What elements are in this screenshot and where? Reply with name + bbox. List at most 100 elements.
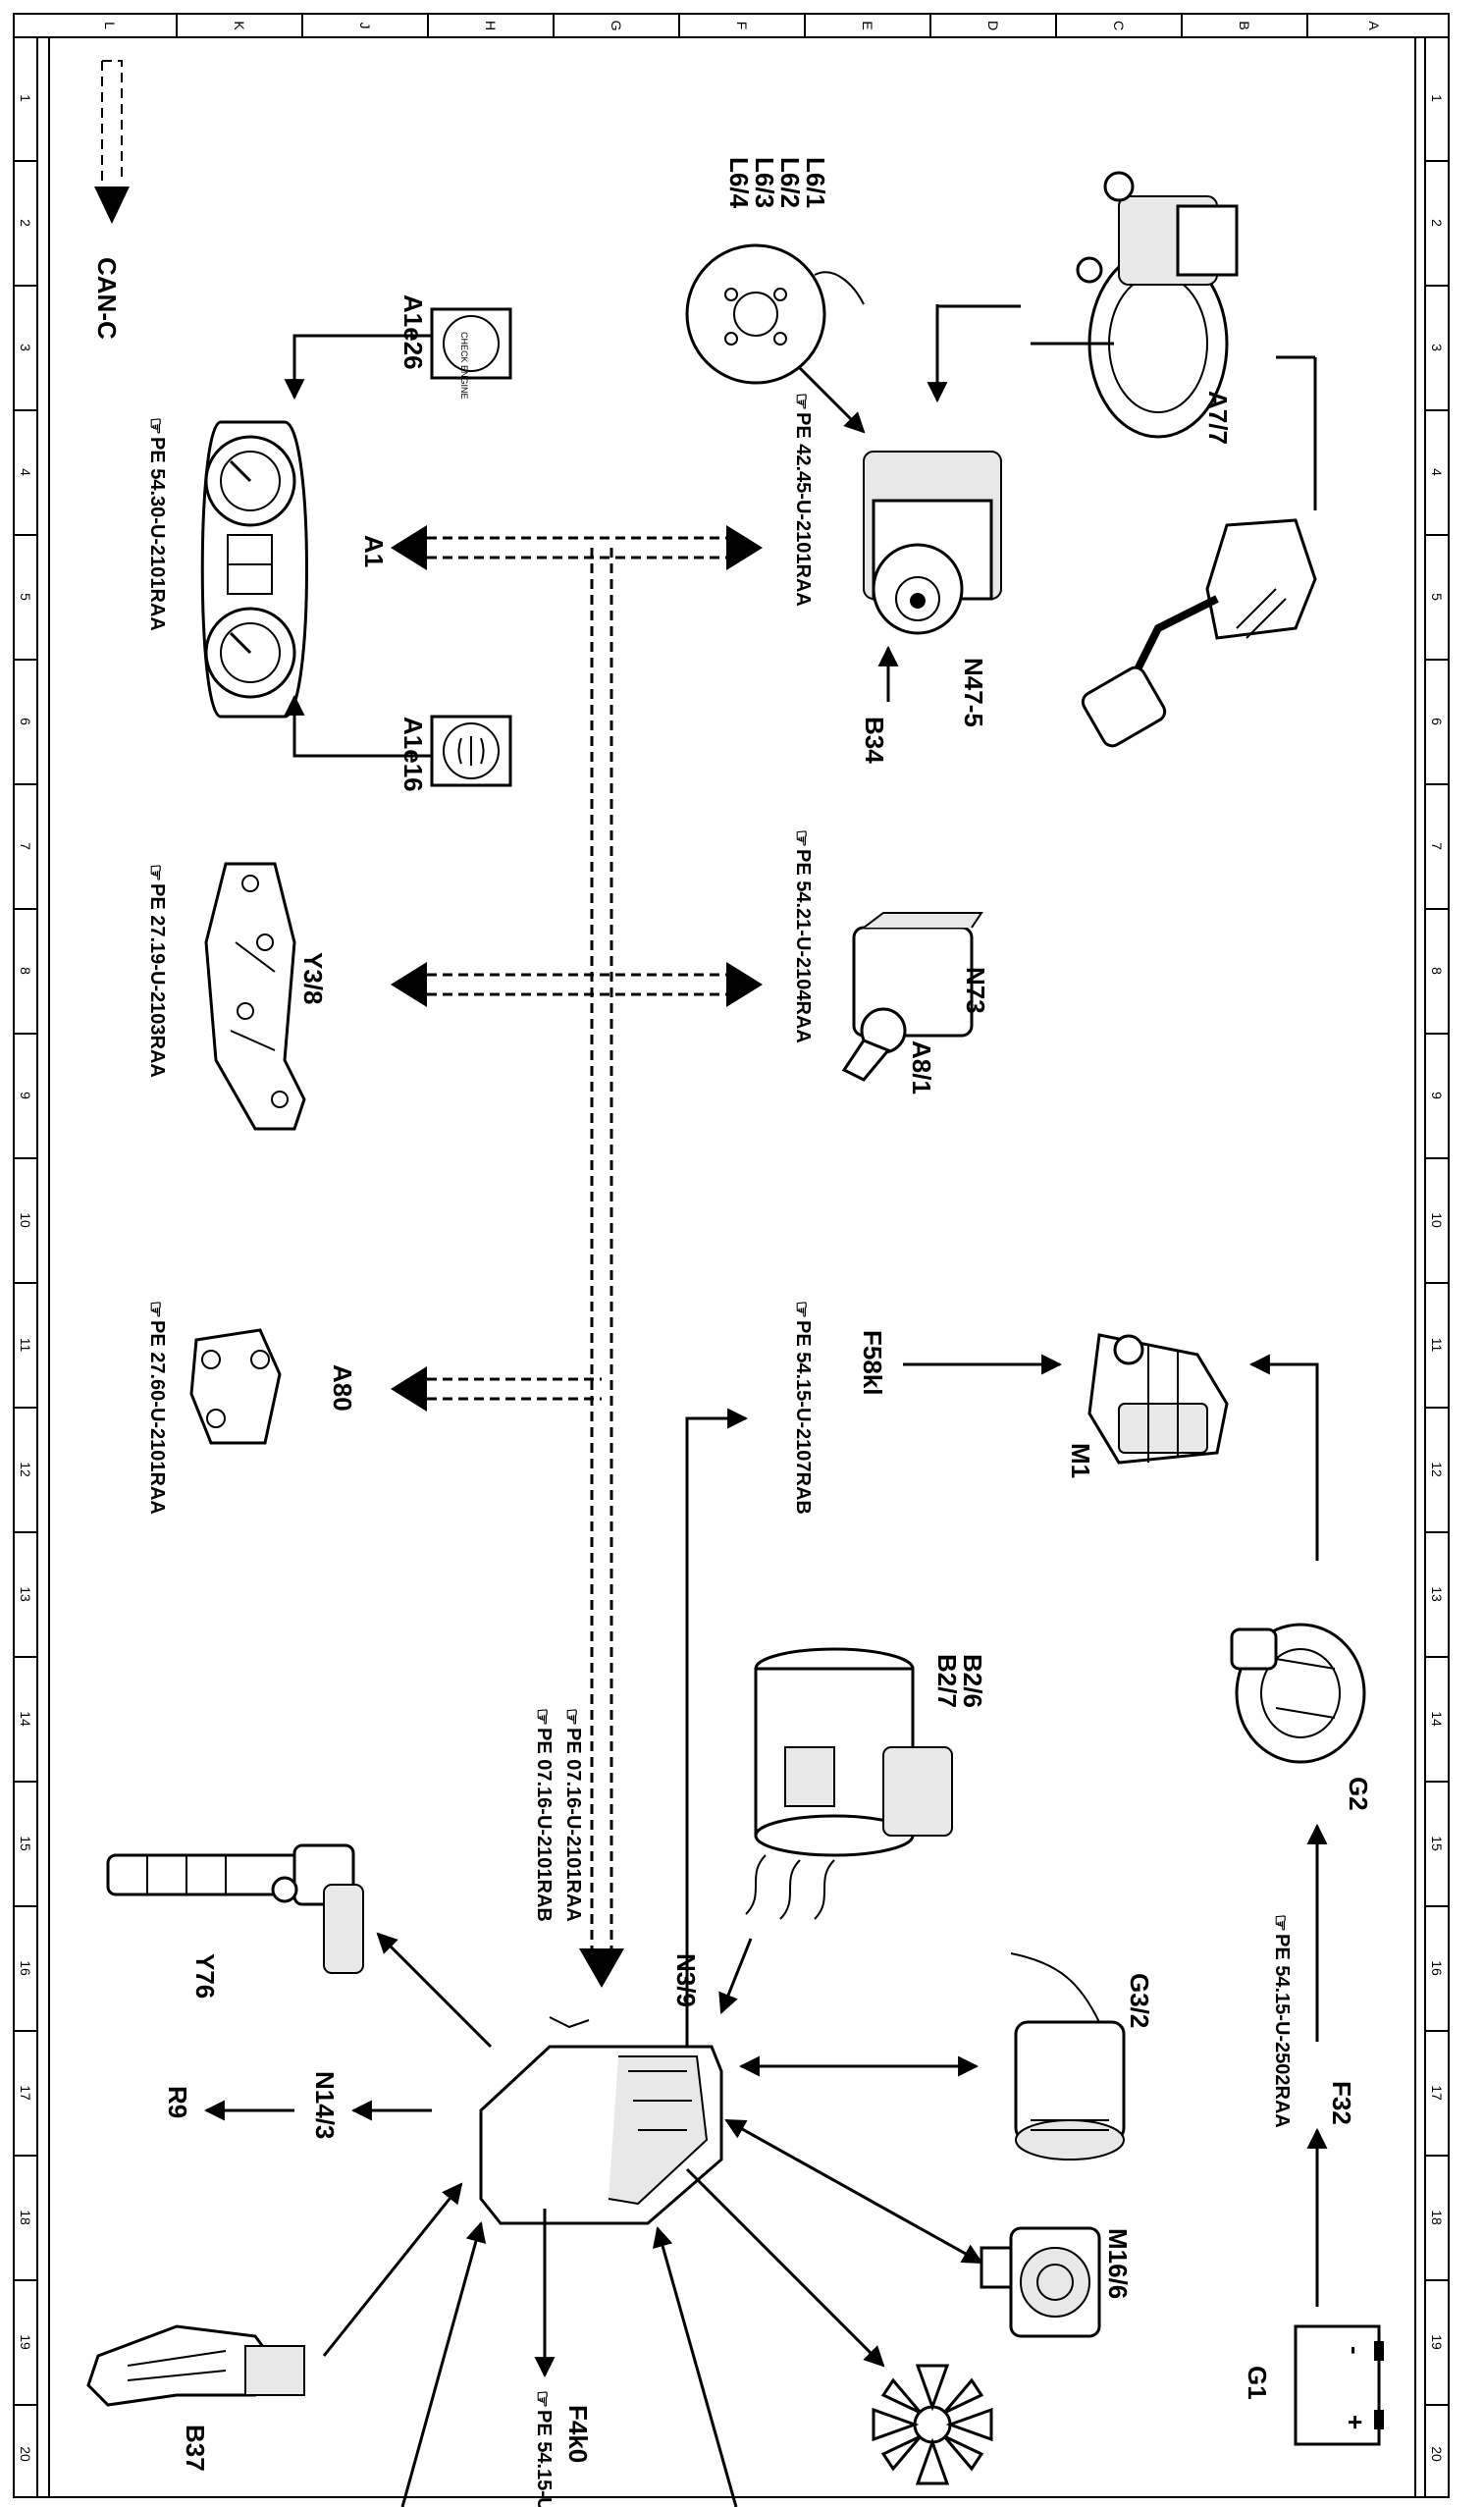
- label-a1e16: A1e16: [398, 717, 428, 792]
- row-label-right-1: 1: [1429, 94, 1445, 102]
- row-ticks: [14, 160, 1449, 2406]
- col-label-j: J: [357, 23, 373, 29]
- row-labels-left: 1 2 3 4 5 6 7 8 9 10 11 12 13 14 15 16 1…: [18, 94, 33, 2462]
- row-label-left-13: 13: [18, 1586, 33, 1602]
- row-label-right-4: 4: [1429, 468, 1445, 476]
- row-label-right-8: 8: [1429, 967, 1445, 975]
- row-label-right-11: 11: [1429, 1338, 1445, 1353]
- can-bus-arrow-y38-icon: [391, 962, 427, 1007]
- col-label-a: A: [1366, 21, 1382, 30]
- row-label-right-14: 14: [1429, 1711, 1445, 1727]
- column-ticks: [176, 14, 1308, 37]
- label-n14-3: N14/3: [310, 2071, 340, 2139]
- label-l6-4: L6/4: [724, 157, 754, 209]
- ref-icon-n3-9-b: ☞: [531, 1708, 553, 1726]
- row-label-left-10: 10: [18, 1212, 33, 1228]
- column-labels: L K J H G F E D C B A: [102, 21, 1382, 31]
- label-f32: F32: [1327, 2081, 1356, 2125]
- col-label-d: D: [985, 21, 1001, 30]
- ref-a80: PE 27.60-U-2101RAA: [146, 1320, 168, 1515]
- label-a8-1: A8/1: [907, 1040, 936, 1094]
- g3-2-oxygen-sensor: G3/2: [1010, 1952, 1154, 2160]
- can-legend-arrow-icon: [94, 187, 130, 224]
- can-bus-arrow-n47-icon: [726, 525, 763, 570]
- ref-y3-8: PE 27.19-U-2103RAA: [146, 883, 168, 1078]
- row-label-left-2: 2: [18, 219, 33, 227]
- b37-accelerator-pedal: B37: [86, 2324, 305, 2472]
- row-labels-right: 1 2 3 4 5 6 7 8 9 10 11 12 13 14 15 16 1…: [1429, 94, 1445, 2462]
- label-b37: B37: [181, 2425, 210, 2472]
- l6-wheel-speed-sensor: L6/1 L6/2 L6/3 L6/4: [685, 157, 865, 385]
- label-b2-6: B2/6: [958, 1654, 987, 1708]
- row-label-right-5: 5: [1429, 593, 1445, 601]
- ref-n73: PE 54.21-U-2104RAA: [792, 849, 814, 1043]
- ref-icon-n47-5: ☞: [790, 393, 812, 410]
- row-label-right-7: 7: [1429, 842, 1445, 850]
- m1-starter-motor: M1 PE 54.15-U-2107RAB ☞: [790, 1301, 1229, 1515]
- row-label-left-6: 6: [18, 718, 33, 725]
- row-label-left-8: 8: [18, 967, 33, 975]
- col-label-c: C: [1111, 21, 1127, 30]
- label-r9: R9: [163, 2086, 192, 2118]
- drawing-frame: L K J H G F E D C B A 1 2 3 4 5 6 7 8: [13, 13, 1450, 2498]
- y76-fuel-injector: Y76: [106, 1843, 364, 1999]
- ref-icon-y3-8: ☞: [144, 864, 166, 881]
- a1e26-check-engine-lamp: CHECK ENGINE A1e26: [398, 294, 512, 400]
- row-label-right-6: 6: [1429, 718, 1445, 725]
- row-label-left-17: 17: [18, 2085, 33, 2101]
- label-a1: A1: [359, 535, 389, 567]
- label-a80: A80: [328, 1364, 357, 1412]
- col-label-l: L: [102, 22, 118, 29]
- row-label-right-20: 20: [1429, 2446, 1445, 2462]
- label-n73: N73: [961, 967, 990, 1014]
- m16-6-throttle-actuator: M16/6: [980, 2226, 1133, 2338]
- row-label-right-13: 13: [1429, 1586, 1445, 1602]
- ref-n47-5: PE 42.45-U-2101RAA: [792, 412, 814, 607]
- row-label-left-20: 20: [18, 2446, 33, 2462]
- label-b2-7: B2/7: [932, 1654, 962, 1708]
- cooling-fan-icon: [872, 2364, 993, 2485]
- row-label-right-10: 10: [1429, 1212, 1445, 1228]
- row-label-left-9: 9: [18, 1092, 33, 1099]
- can-bus-arrow-n73-icon: [726, 962, 763, 1007]
- ref-f4k0: PE 54.15-U-2: [533, 2410, 555, 2507]
- label-g1: G1: [1243, 2366, 1272, 2400]
- row-label-right-9: 9: [1429, 1092, 1445, 1099]
- col-label-h: H: [483, 21, 499, 30]
- row-label-left-16: 16: [18, 1960, 33, 1976]
- can-bus-arrow-n39-icon: [579, 1948, 624, 1988]
- row-label-right-3: 3: [1429, 344, 1445, 351]
- row-label-right-16: 16: [1429, 1960, 1445, 1976]
- label-y3-8: Y3/8: [298, 952, 328, 1005]
- row-label-left-1: 1: [18, 94, 33, 102]
- label-f4k0: F4k0: [563, 2405, 593, 2463]
- label-f58kl: F58kl: [858, 1330, 887, 1396]
- n47-5-esp-unit: N47-5 PE 42.45-U-2101RAA ☞: [790, 393, 1002, 727]
- a1-instrument-cluster: A1 PE 54.30-U-2101RAA ☞: [144, 417, 389, 719]
- ref-icon-f4k0: ☞: [531, 2390, 553, 2408]
- row-label-left-19: 19: [18, 2334, 33, 2350]
- label-a1e26: A1e26: [398, 294, 428, 370]
- label-g3-2: G3/2: [1125, 1973, 1154, 2028]
- label-a7-7: A7/7: [1203, 391, 1233, 445]
- ref-icon-n73: ☞: [790, 829, 812, 847]
- label-l6-1: L6/1: [801, 157, 830, 208]
- label-l6-2: L6/2: [775, 157, 805, 208]
- row-label-left-5: 5: [18, 593, 33, 601]
- n73-ignition-switch: N73 A8/1 PE 54.21-U-2104RAA ☞: [790, 829, 990, 1094]
- row-label-left-4: 4: [18, 468, 33, 476]
- y3-8-transmission-module: Y3/8 PE 27.19-U-2103RAA ☞: [144, 862, 328, 1131]
- row-label-left-15: 15: [18, 1836, 33, 1851]
- label-b34: B34: [860, 717, 889, 764]
- a80-selector-module: A80 PE 27.60-U-2101RAA ☞: [144, 1301, 357, 1515]
- ref-icon-a80: ☞: [144, 1301, 166, 1318]
- key-icon: [841, 1039, 891, 1082]
- can-bus-arrow-a80-icon: [391, 1366, 427, 1412]
- ref-icon-a1: ☞: [144, 417, 166, 435]
- label-m16-6: M16/6: [1103, 2228, 1133, 2299]
- check-engine-icon: CHECK ENGINE: [459, 332, 469, 400]
- row-label-left-18: 18: [18, 2210, 33, 2225]
- col-label-k: K: [232, 21, 247, 30]
- can-bus: [391, 525, 763, 1988]
